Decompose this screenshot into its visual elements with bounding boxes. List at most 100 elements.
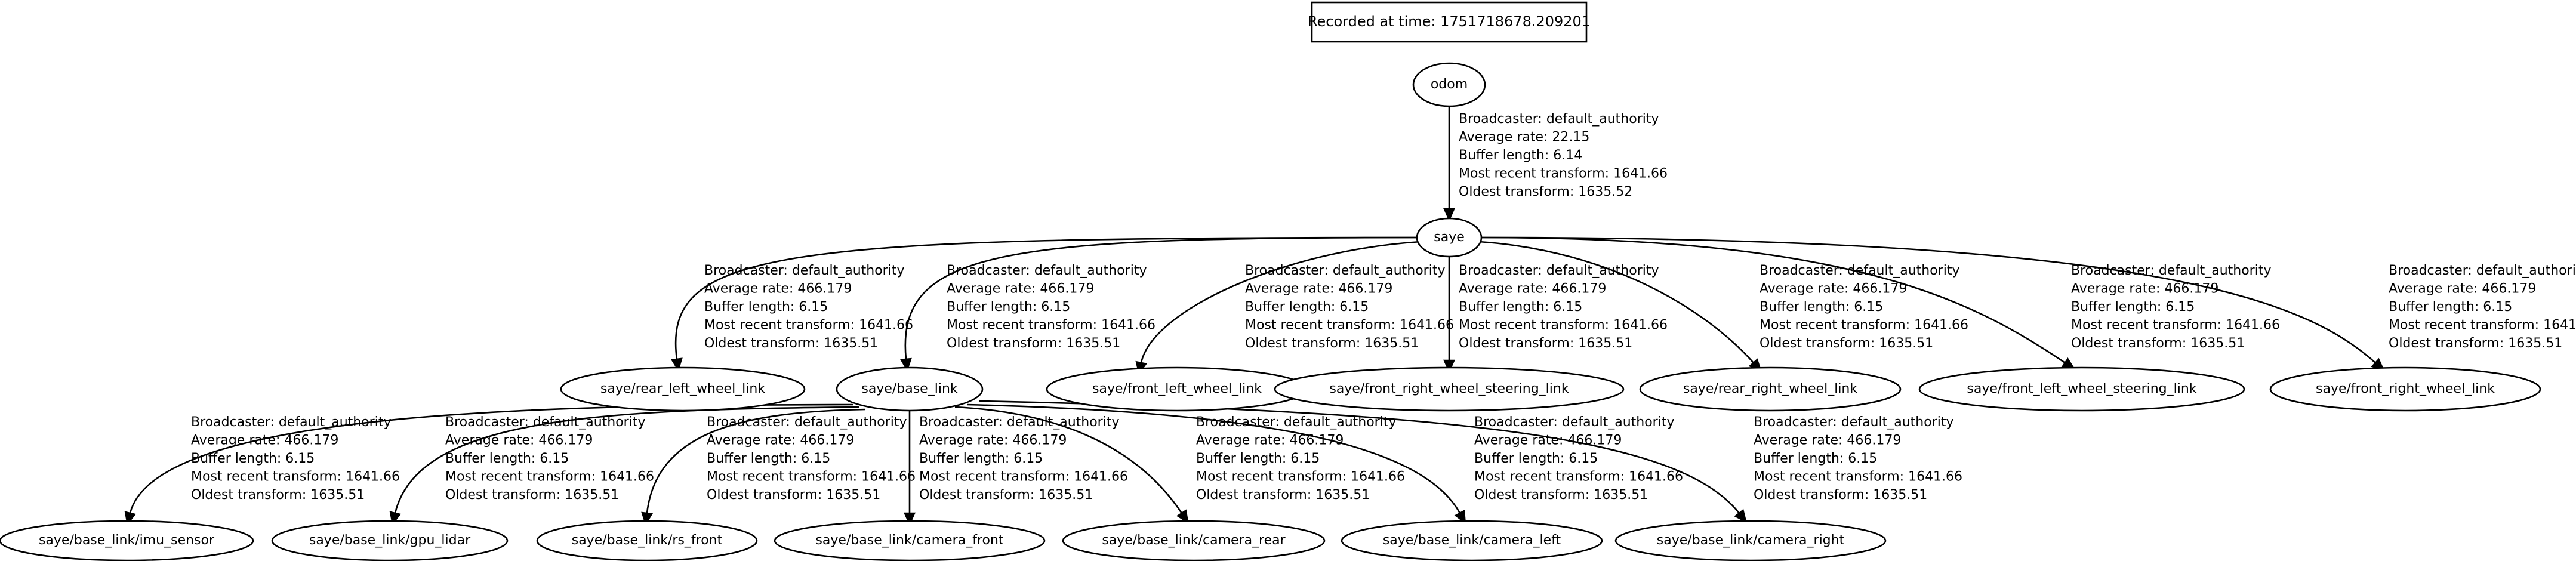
tf-frame-node-base_link[interactable]: saye/base_link — [836, 366, 984, 412]
node-label: saye/base_link/camera_front — [815, 533, 1003, 548]
tf-frame-node-cam_rear[interactable]: saye/base_link/camera_rear — [1062, 520, 1326, 561]
node-ellipse[interactable] — [536, 520, 758, 561]
node-ellipse[interactable] — [271, 520, 509, 561]
node-ellipse[interactable] — [0, 520, 254, 561]
edge-label-line: Oldest transform: 1635.51 — [704, 336, 878, 351]
tf-frame-node-front_left_steer[interactable]: saye/front_left_wheel_steering_link — [1918, 366, 2245, 412]
edge-line — [674, 236, 1418, 360]
node-label: saye/base_link/camera_left — [1383, 533, 1561, 548]
tf-edge-saye-to-base_link — [899, 236, 1418, 372]
node-ellipse[interactable] — [1416, 217, 1483, 258]
tf-edge-base_link-to-cam_left — [966, 403, 1466, 525]
edge-line — [1481, 236, 2066, 364]
edge-label-line: Oldest transform: 1635.51 — [947, 336, 1120, 351]
node-label: saye/rear_left_wheel_link — [600, 381, 765, 396]
node-ellipse[interactable] — [1918, 366, 2245, 412]
edge-label-line: Oldest transform: 1635.51 — [2071, 336, 2245, 351]
node-ellipse[interactable] — [1614, 520, 1887, 561]
tf-frame-node-odom[interactable]: odom — [1412, 62, 1486, 107]
tf-frame-node-gpu_lidar[interactable]: saye/base_link/gpu_lidar — [271, 520, 509, 561]
edge-label-line: Average rate: 466.179 — [1760, 282, 1907, 297]
tf-frame-node-front_right_steer[interactable]: saye/front_right_wheel_steering_link — [1274, 366, 1625, 412]
edge-line — [966, 403, 1461, 514]
node-ellipse[interactable] — [1274, 366, 1625, 412]
node-label: saye/front_left_wheel_steering_link — [1967, 381, 2196, 396]
edge-label-line: Most recent transform: 1641.66 — [947, 318, 1155, 333]
edge-label-line: Buffer length: 6.15 — [191, 451, 315, 466]
edge-label-line: Broadcaster: default_authority — [707, 415, 907, 430]
arrow-head — [670, 357, 683, 372]
edge-label-line: Average rate: 466.179 — [2071, 282, 2218, 297]
node-ellipse[interactable] — [1639, 366, 1902, 412]
node-ellipse[interactable] — [774, 520, 1046, 561]
arrow-head — [1443, 208, 1456, 222]
edge-label-line: Broadcaster: default_authority — [1459, 263, 1659, 278]
edge-label-line: Most recent transform: 1641.66 — [1196, 470, 1405, 485]
edge-label-line: Buffer length: 6.15 — [1245, 300, 1369, 315]
edge-label-line: Broadcaster: default_authority — [1760, 263, 1960, 278]
tf-frame-node-cam_front[interactable]: saye/base_link/camera_front — [774, 520, 1046, 561]
edge-label-line: Average rate: 466.179 — [947, 282, 1094, 297]
tf-edge-base_link-to-cam_rear — [954, 406, 1189, 524]
tf-frame-node-front_right[interactable]: saye/front_right_wheel_link — [2269, 366, 2541, 412]
edge-label-line: Broadcaster: default_authority — [1245, 263, 1446, 278]
node-label: saye/front_left_wheel_link — [1092, 381, 1262, 396]
edge-label-line: Most recent transform: 1641.66 — [2389, 318, 2576, 333]
arrow-head — [1176, 509, 1189, 524]
edge-label-line: Oldest transform: 1635.51 — [707, 488, 880, 503]
edge-line — [646, 408, 866, 514]
node-label: saye/base_link/camera_right — [1657, 533, 1845, 548]
edge-label-line: Average rate: 466.179 — [1459, 282, 1606, 297]
edge-label-line: Average rate: 466.179 — [2389, 282, 2536, 297]
node-ellipse[interactable] — [1062, 520, 1326, 561]
edge-label-line: Buffer length: 6.15 — [1754, 451, 1877, 466]
node-ellipse[interactable] — [2269, 366, 2541, 412]
tf-edge-base_link-to-rs_front — [641, 408, 866, 526]
tf-frame-node-saye[interactable]: saye — [1416, 217, 1483, 258]
edge-label-line: Buffer length: 6.15 — [1196, 451, 1320, 466]
node-label: saye — [1434, 230, 1465, 245]
tf-frame-node-imu[interactable]: saye/base_link/imu_sensor — [0, 520, 254, 561]
edges-layer — [124, 106, 2385, 526]
node-ellipse[interactable] — [836, 366, 984, 412]
tf-frame-node-cam_right[interactable]: saye/base_link/camera_right — [1614, 520, 1887, 561]
tf-frame-node-cam_left[interactable]: saye/base_link/camera_left — [1341, 520, 1603, 561]
edge-label-line: Buffer length: 6.15 — [2389, 300, 2512, 315]
arrow-head — [903, 512, 916, 526]
edge-line — [1481, 236, 2376, 363]
recorded-time-box — [1311, 1, 1588, 43]
edge-label-line: Broadcaster: default_authority — [919, 415, 1120, 430]
edge-label-line: Broadcaster: default_authority — [1196, 415, 1397, 430]
node-ellipse[interactable] — [560, 366, 806, 412]
edge-label-line: Broadcaster: default_authority — [445, 415, 646, 430]
edge-label-line: Most recent transform: 1641.66 — [707, 470, 916, 485]
tf-frame-node-rear_left[interactable]: saye/rear_left_wheel_link — [560, 366, 806, 412]
node-ellipse[interactable] — [1412, 62, 1486, 107]
edge-label-line: Buffer length: 6.14 — [1459, 148, 1582, 163]
arrow-head — [899, 357, 912, 372]
edge-label-line: Oldest transform: 1635.52 — [1459, 184, 1632, 199]
arrow-head — [641, 511, 654, 526]
edge-label-line: Most recent transform: 1641.66 — [1245, 318, 1454, 333]
node-ellipse[interactable] — [1341, 520, 1603, 561]
edge-label-line: Average rate: 466.179 — [704, 282, 852, 297]
edge-line — [954, 406, 1183, 514]
tf-frame-node-rear_right[interactable]: saye/rear_right_wheel_link — [1639, 366, 1902, 412]
edge-label-line: Oldest transform: 1635.51 — [1196, 488, 1370, 503]
edge-label-line: Most recent transform: 1641.66 — [2071, 318, 2280, 333]
tf-frame-node-rs_front[interactable]: saye/base_link/rs_front — [536, 520, 758, 561]
edge-label-line: Buffer length: 6.15 — [1459, 300, 1582, 315]
tf-frame-node-front_left[interactable]: saye/front_left_wheel_link — [1046, 366, 1308, 412]
edge-label-line: Most recent transform: 1641.66 — [1754, 470, 1962, 485]
edge-label-line: Buffer length: 6.15 — [947, 300, 1070, 315]
